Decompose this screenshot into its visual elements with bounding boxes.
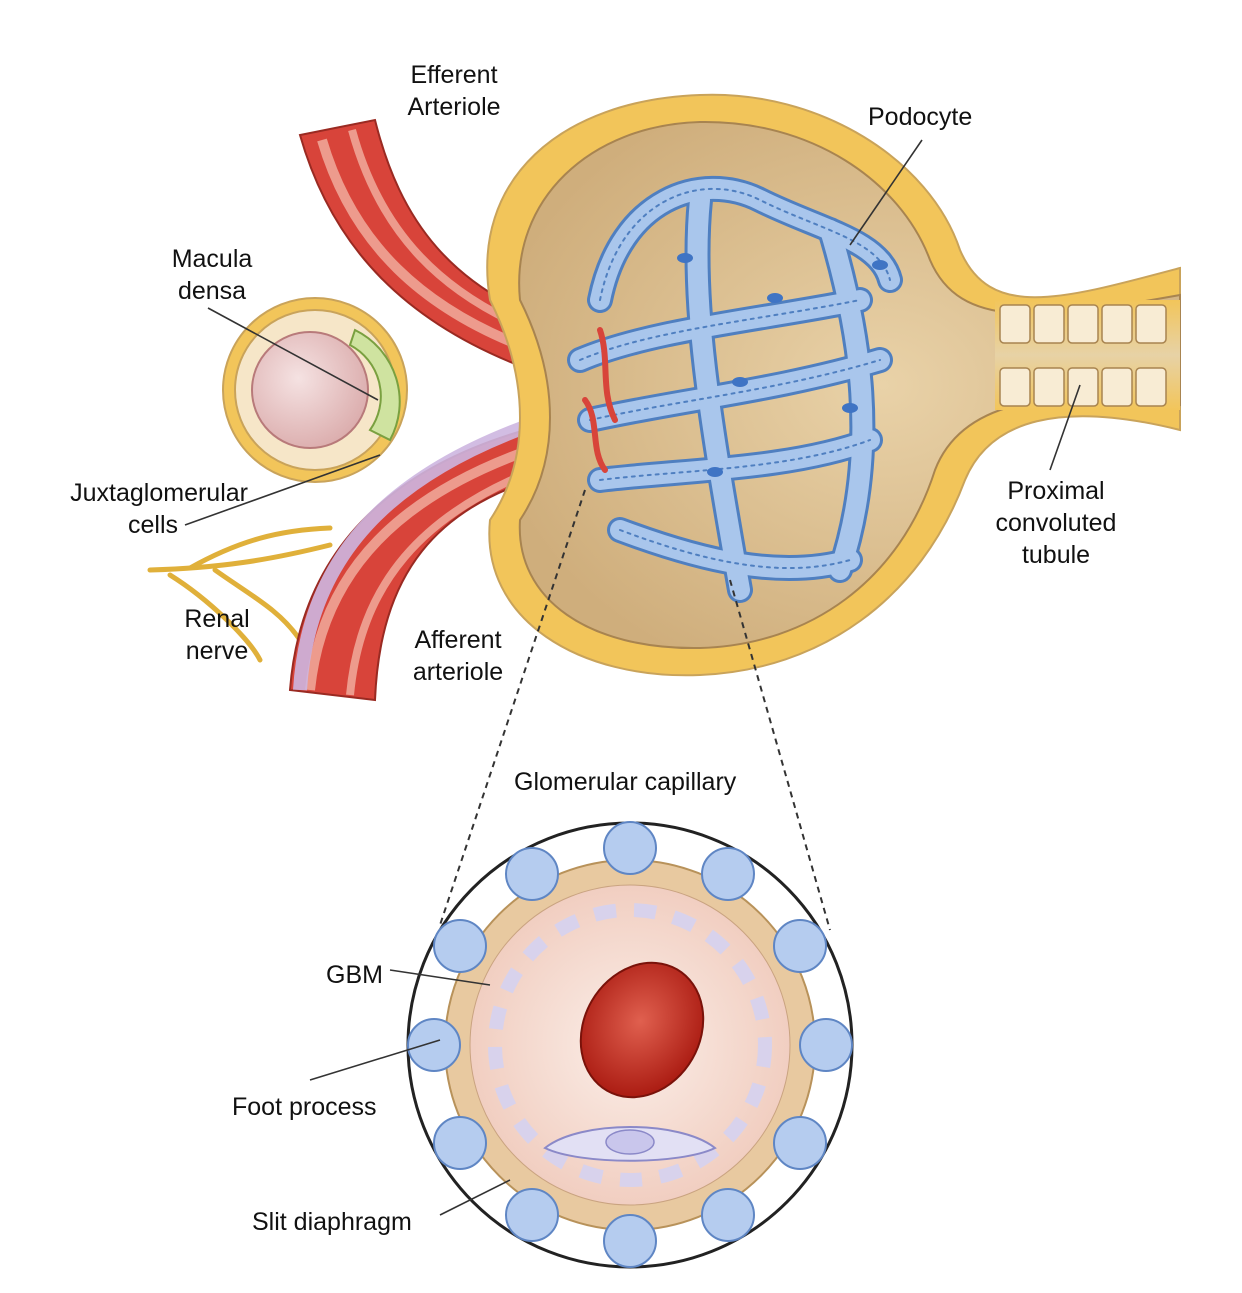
- red-blood-cell: [579, 961, 705, 1099]
- label-foot-process: Foot process: [232, 1093, 377, 1121]
- macula-densa-tubule: [222, 297, 408, 483]
- zoom-lines: [439, 489, 831, 931]
- leader-lines: [184, 139, 1081, 1216]
- label-slit-diaphragm: Slit diaphragm: [252, 1208, 412, 1236]
- label-macula-densa: Macula densa: [171, 245, 253, 305]
- label-proximal-convoluted-tubule: Proximal convoluted tubule: [995, 477, 1117, 569]
- label-glomerular-capillary: Glomerular capillary: [514, 768, 737, 796]
- renal-nerve: [147, 525, 333, 663]
- foot-processes: [407, 821, 853, 1268]
- label-renal-nerve: Renal nerve: [184, 605, 250, 665]
- label-afferent-arteriole: Afferent arteriole: [412, 626, 504, 686]
- label-juxtaglomerular-cells: Juxtaglomerular cells: [70, 479, 248, 539]
- podocyte-tuft: [567, 175, 903, 603]
- label-gbm: GBM: [326, 961, 383, 989]
- label-efferent-arteriole: Efferent Arteriole: [407, 61, 501, 121]
- capillary-cross-section: [406, 821, 854, 1269]
- label-podocyte: Podocyte: [868, 103, 973, 131]
